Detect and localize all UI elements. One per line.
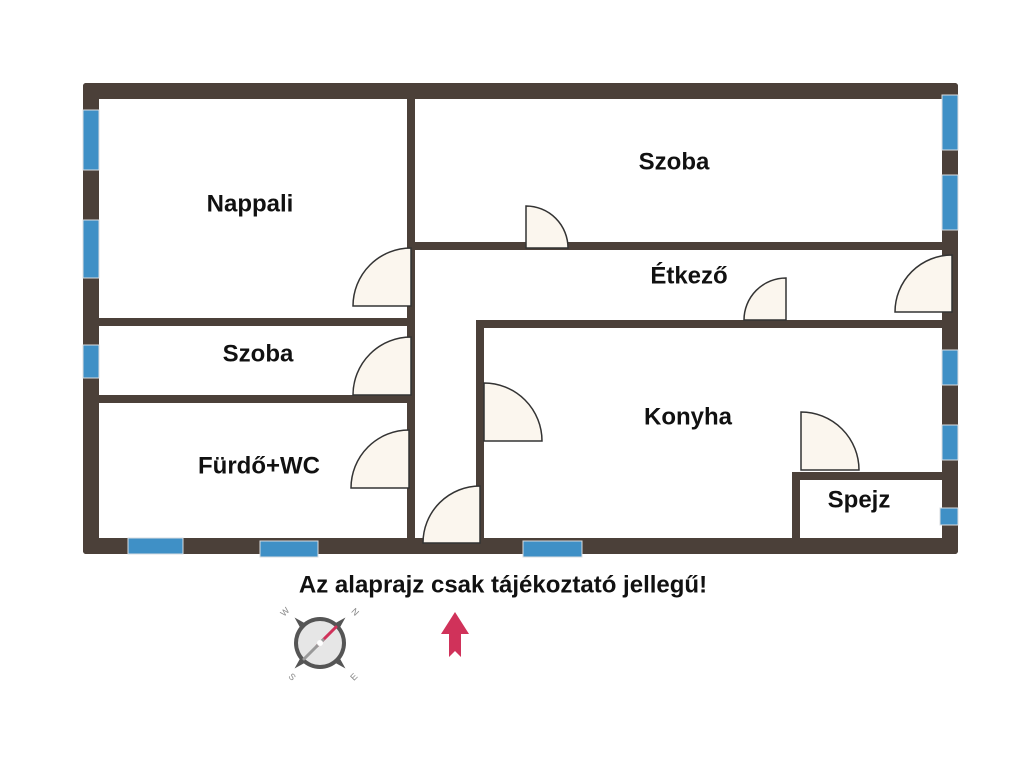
window [941, 424, 959, 461]
door-etkezo-right [894, 254, 953, 313]
door-furdo [350, 429, 410, 489]
wall-right [942, 83, 958, 554]
compass-e: E [348, 671, 359, 682]
wall-szoba-etkezo [415, 242, 942, 250]
compass-s: S [286, 671, 297, 682]
label-nappali: Nappali [207, 190, 294, 217]
compass-n: N [349, 606, 361, 618]
wall-top [83, 83, 958, 99]
label-furdo: Fürdő+WC [198, 452, 320, 479]
room-labels: Nappali Szoba Étkező Szoba Konyha Fürdő+… [198, 148, 890, 513]
wall-central [407, 99, 415, 539]
windows [82, 94, 959, 558]
label-spejz: Spejz [828, 486, 891, 513]
window [522, 540, 583, 558]
compass-icon: W N E S [278, 605, 361, 683]
window [259, 540, 319, 558]
label-szoba-top: Szoba [639, 148, 710, 175]
label-szoba-small: Szoba [223, 340, 294, 367]
label-konyha: Konyha [644, 403, 733, 430]
door-szoba-small [352, 336, 412, 396]
window [127, 537, 184, 555]
wall-nappali-szoba [99, 318, 407, 326]
doors [350, 205, 953, 544]
door-etkezo [743, 277, 787, 321]
window [82, 344, 100, 379]
wall-bottom [83, 538, 958, 554]
wall-szoba-furdo [99, 395, 407, 403]
label-etkezo: Étkező [650, 261, 727, 289]
compass-w: W [278, 605, 291, 618]
wall-konyha-left [476, 320, 484, 538]
window [941, 94, 959, 151]
wall-left [83, 83, 99, 554]
wall-spejz-top [792, 472, 942, 480]
wall-spejz-left [792, 472, 800, 538]
north-arrow-icon [441, 612, 469, 657]
walls [83, 83, 958, 554]
window [82, 109, 100, 171]
door-spejz [800, 411, 860, 471]
window [939, 507, 959, 526]
window [941, 174, 959, 231]
window [82, 219, 100, 279]
door-szoba-top [525, 205, 569, 249]
disclaimer: Az alaprajz csak tájékoztató jellegű! [299, 571, 707, 598]
window [941, 349, 959, 386]
door-nappali [352, 247, 412, 307]
door-entrance [422, 485, 481, 544]
wall-konyha-top [476, 320, 942, 328]
door-konyha [483, 382, 543, 442]
